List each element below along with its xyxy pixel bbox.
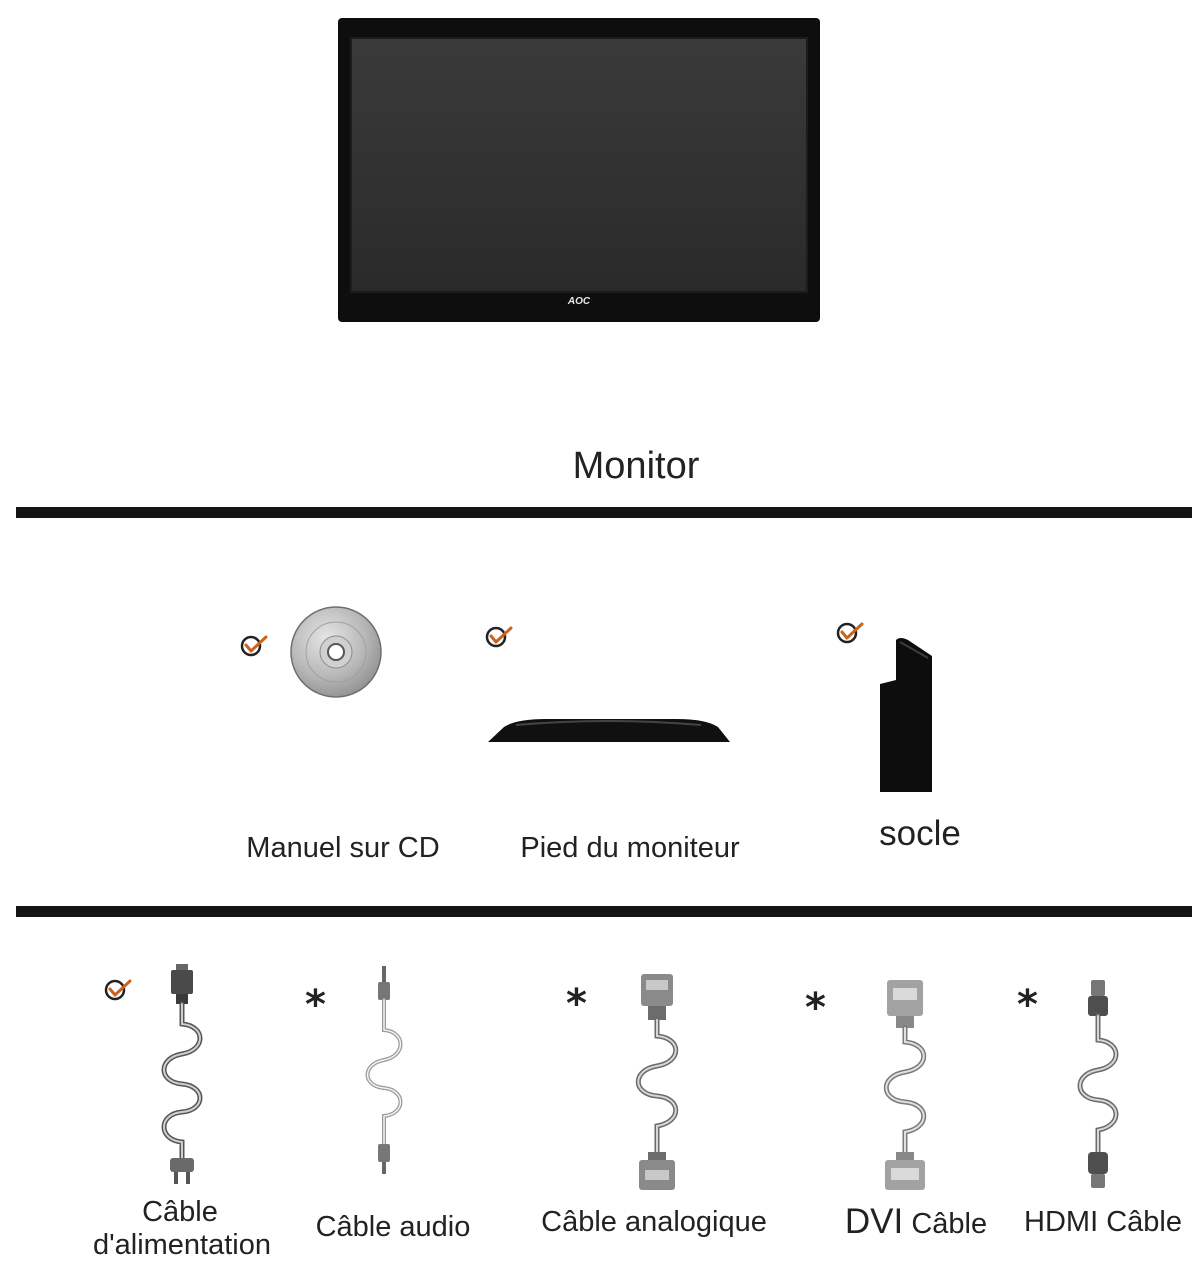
- analog-cable-label: Câble analogique: [541, 1206, 767, 1238]
- power-cable-label-line1: Câble: [142, 1196, 218, 1228]
- monitor-illustration: [338, 18, 820, 324]
- audio-cable-icon: [356, 966, 412, 1176]
- dvi-cable-label-rest: Câble: [903, 1208, 988, 1240]
- socle-label: socle: [879, 814, 961, 853]
- dvi-cable-label-bold: DVI: [844, 1202, 904, 1241]
- optional-mark-audio: *: [305, 982, 326, 1028]
- hdmi-cable-icon: [1068, 976, 1128, 1190]
- stand-base-label: Pied du moniteur: [520, 832, 740, 864]
- optional-mark-dvi: *: [805, 985, 826, 1031]
- monitor-label: Monitor: [572, 445, 700, 487]
- dvi-cable-label: DVI Câble: [834, 1202, 998, 1242]
- cd-label: Manuel sur CD: [246, 832, 440, 864]
- stand-base-illustration: [486, 717, 732, 747]
- included-check-icon-socle: [834, 618, 866, 646]
- dvi-cable-icon: [872, 976, 938, 1192]
- divider-top: [16, 507, 1192, 518]
- socle-neck-illustration: [878, 636, 936, 794]
- divider-bottom: [16, 906, 1192, 917]
- analog-cable-icon: [624, 970, 690, 1192]
- optional-mark-analog: *: [566, 981, 587, 1027]
- included-check-icon-stand: [483, 622, 515, 650]
- audio-cable-label: Câble audio: [315, 1211, 471, 1243]
- power-cable-label-line2: d'alimentation: [92, 1229, 272, 1261]
- included-check-icon-power-cable: [102, 975, 134, 1003]
- cd-disc-icon: [290, 606, 382, 698]
- power-cable-icon: [150, 964, 210, 1186]
- included-check-icon-cd: [238, 631, 270, 659]
- monitor-brand-logo: AOC: [567, 296, 591, 307]
- optional-mark-hdmi: *: [1017, 982, 1038, 1028]
- hdmi-cable-label: HDMI Câble: [1024, 1206, 1182, 1238]
